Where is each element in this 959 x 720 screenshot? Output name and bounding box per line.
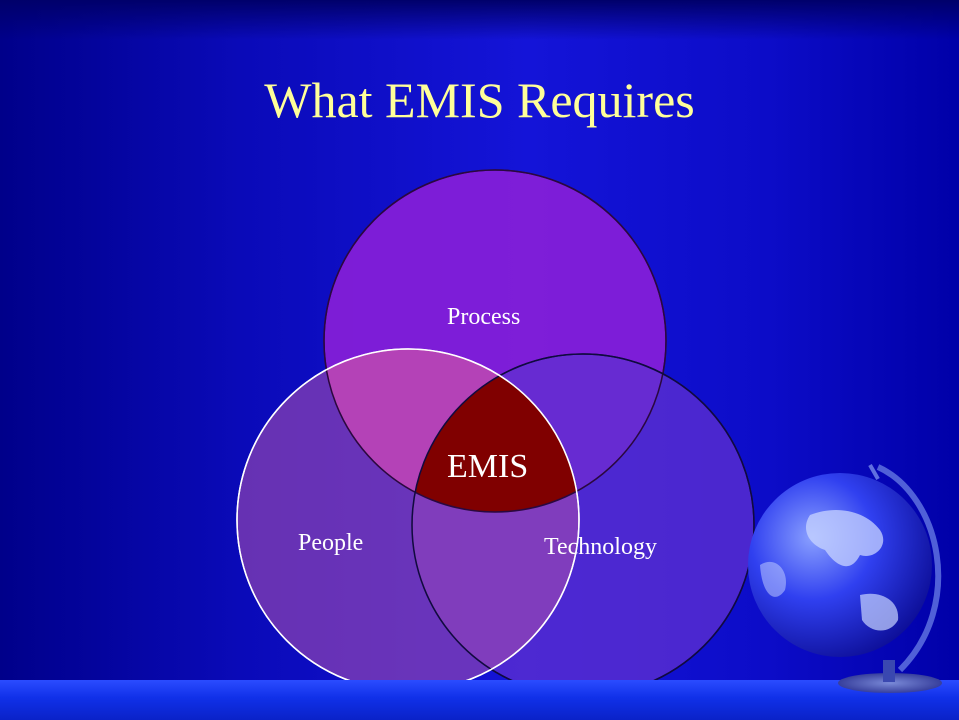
top-shade <box>0 0 959 40</box>
emis-intersection <box>412 354 579 512</box>
process-label: Process <box>447 304 521 330</box>
slide-title: What EMIS Requires <box>264 72 695 128</box>
bottom-bar <box>0 680 959 720</box>
people-label: People <box>298 530 364 556</box>
emis-label: EMIS <box>447 448 529 485</box>
globe-icon <box>748 464 942 693</box>
technology-label: Technology <box>544 534 657 560</box>
